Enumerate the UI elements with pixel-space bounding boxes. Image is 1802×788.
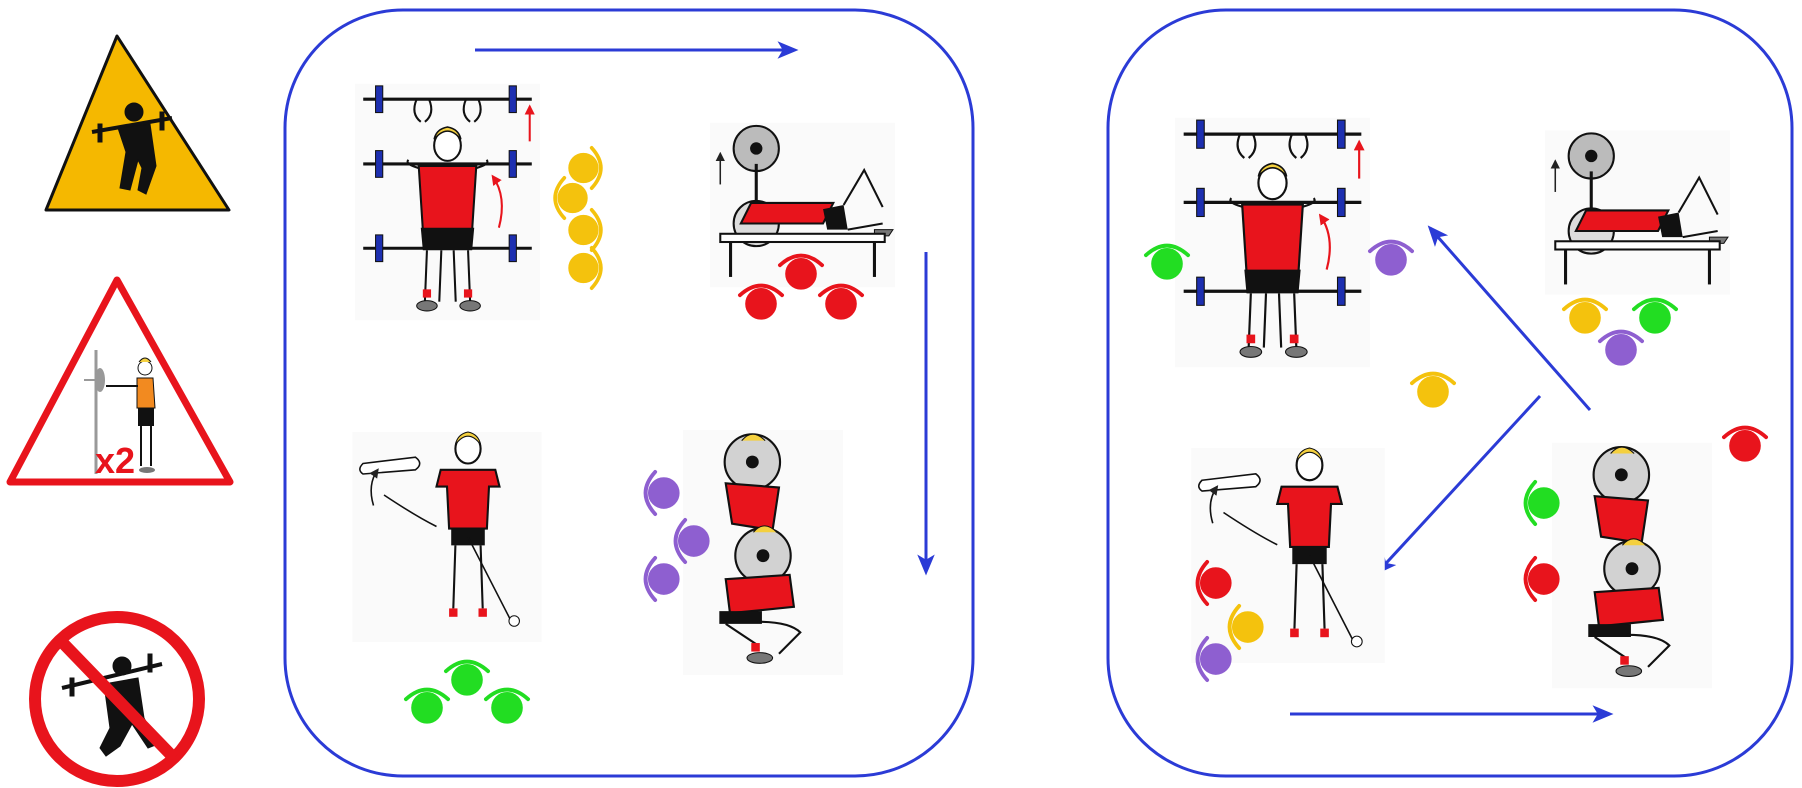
player-token — [566, 207, 603, 253]
player-token — [643, 556, 682, 602]
player-token — [1561, 297, 1609, 336]
barbell-rack-press-icon — [355, 84, 540, 320]
player-token — [1409, 371, 1457, 410]
player-token — [738, 283, 784, 322]
player-group-yellow — [553, 145, 603, 290]
player-token — [1597, 329, 1645, 368]
player-token — [643, 469, 682, 516]
player-token — [1721, 425, 1769, 464]
rotation-arrow-diagonal-down — [1375, 394, 1542, 575]
bench-press-icon — [1545, 130, 1730, 294]
player-token — [1631, 297, 1679, 336]
squat-icon — [682, 428, 844, 677]
club-swing-icon — [353, 432, 542, 642]
circuit-2 — [1106, 8, 1794, 778]
player-token — [403, 687, 451, 726]
player-token — [566, 145, 603, 191]
circuit-1-frame — [283, 8, 975, 778]
squat-icon — [1550, 441, 1714, 690]
barbell-rack-press-icon — [1175, 118, 1370, 367]
player-token — [553, 175, 590, 221]
player-token — [1367, 239, 1415, 278]
player-group-green — [403, 659, 530, 726]
player-token — [483, 687, 530, 726]
player-token — [566, 245, 603, 290]
weightlifter-icon — [91, 102, 173, 195]
player-token — [818, 283, 864, 322]
player-token — [443, 659, 491, 698]
warning-sign — [44, 34, 231, 212]
circuit-2-frame — [1106, 8, 1794, 778]
wall-pulley-exercise-icon — [84, 350, 156, 474]
repeat-count-label: x2 — [95, 440, 135, 481]
repeat-sign: x2 — [6, 276, 234, 486]
club-swing-icon — [1191, 448, 1385, 663]
forbidden-sign — [29, 611, 205, 787]
circuit-1 — [283, 8, 975, 778]
rotation-arrow-diagonal-up — [1427, 225, 1592, 411]
